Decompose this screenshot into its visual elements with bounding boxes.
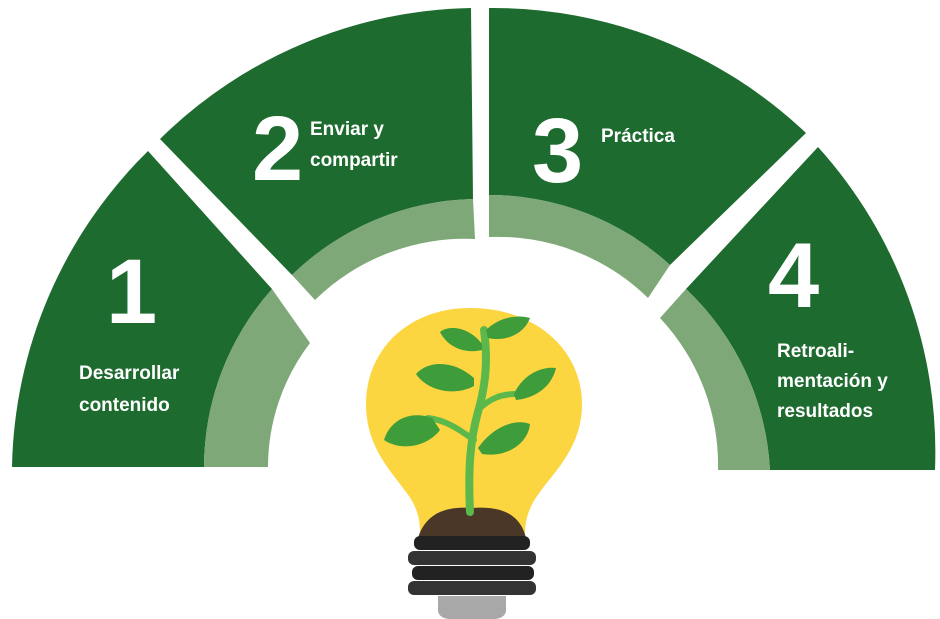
- step-2-outer-band: [160, 8, 473, 275]
- step-2-segment: 2 Enviar y compartir: [160, 8, 475, 300]
- leaf-top-right: [486, 316, 530, 340]
- leaf-lower-right: [478, 422, 530, 455]
- step-4-number: 4: [768, 225, 819, 327]
- leaf-mid-left: [416, 363, 474, 392]
- step-2-inner-band: [292, 199, 475, 300]
- leaf-mid-right: [514, 367, 556, 400]
- plant-branch-right: [475, 391, 519, 413]
- leaf-lower-left: [384, 415, 440, 447]
- step-2-number: 2: [252, 98, 303, 200]
- step-1-outer-band: [12, 151, 272, 467]
- step-4-segment: 4 Retroali- mentación y resultados: [660, 147, 936, 470]
- step-3-label-line-1: Práctica: [601, 126, 675, 147]
- leaf-top-left: [440, 328, 482, 352]
- step-1-number: 1: [106, 241, 157, 343]
- step-3-inner-band: [489, 195, 670, 298]
- step-2-label-line-2: compartir: [310, 150, 398, 171]
- step-4-outer-band: [686, 147, 936, 470]
- step-4-label-line-1: Retroali-: [777, 341, 854, 362]
- bulb-tip: [438, 596, 506, 619]
- step-1-segment: 1 Desarrollar contenido: [12, 151, 310, 467]
- step-3-number: 3: [532, 100, 583, 202]
- step-3-segment: 3 Práctica: [489, 7, 806, 298]
- step-1-inner-band: [204, 289, 310, 467]
- lightbulb-plant-icon: [366, 308, 582, 619]
- step-3-outer-band: [489, 7, 806, 265]
- soil: [418, 507, 526, 538]
- step-1-label-line-1: Desarrollar: [79, 363, 180, 384]
- bulb-socket: [408, 536, 536, 595]
- step-4-label-line-2: mentación y: [777, 371, 888, 392]
- step-2-label-line-1: Enviar y: [310, 119, 384, 140]
- step-4-label-line-3: resultados: [777, 401, 873, 422]
- step-1-label-line-2: contenido: [79, 395, 170, 416]
- step-4-inner-band: [660, 289, 770, 470]
